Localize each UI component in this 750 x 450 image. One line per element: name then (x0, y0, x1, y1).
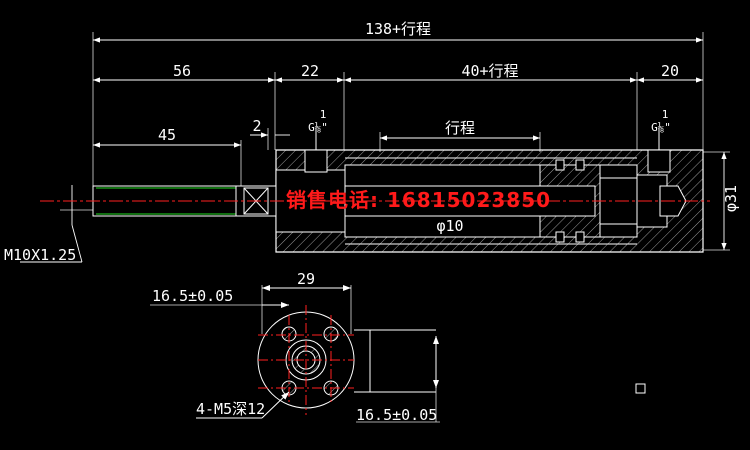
bore-diameter: φ10 (436, 217, 463, 235)
dim-40: 40+行程 (461, 62, 518, 80)
port-right-label: G⅛" (651, 121, 671, 134)
holes-callout: 4-M5深12 (196, 400, 265, 418)
side-view (20, 32, 730, 263)
dim-29: 29 (297, 270, 315, 288)
extension-lines (60, 32, 730, 251)
dim-22: 22 (301, 62, 319, 80)
rear-port (647, 149, 671, 173)
dim-overall: 138+行程 (365, 20, 431, 38)
watermark-phone: 销售电话: 16815023850 (286, 188, 551, 212)
dim-2: 2 (252, 117, 261, 135)
port-left-top: 1 (320, 108, 327, 121)
port-right-top: 1 (662, 108, 669, 121)
front-port (304, 149, 328, 173)
port-left-label: G⅛" (308, 121, 328, 134)
dim-stroke: 行程 (445, 119, 475, 137)
dim-20: 20 (661, 62, 679, 80)
point-marker (635, 383, 646, 394)
dim-tol-horizontal: 16.5±0.05 (152, 287, 233, 305)
end-view (150, 285, 440, 423)
dim-tol-vertical: 16.5±0.05 (356, 406, 437, 424)
dim-56: 56 (173, 62, 191, 80)
end-view-texts: 29 16.5±0.05 16.5±0.05 4-M5深12 (152, 270, 437, 424)
dimension-texts: 138+行程 56 22 40+行程 20 45 2 行程 1 G⅛" 1 G⅛… (4, 20, 740, 264)
body-diameter: φ31 (722, 185, 740, 212)
dim-45: 45 (158, 126, 176, 144)
thread-callout: M10X1.25 (4, 246, 76, 264)
dimension-lines (20, 37, 727, 263)
